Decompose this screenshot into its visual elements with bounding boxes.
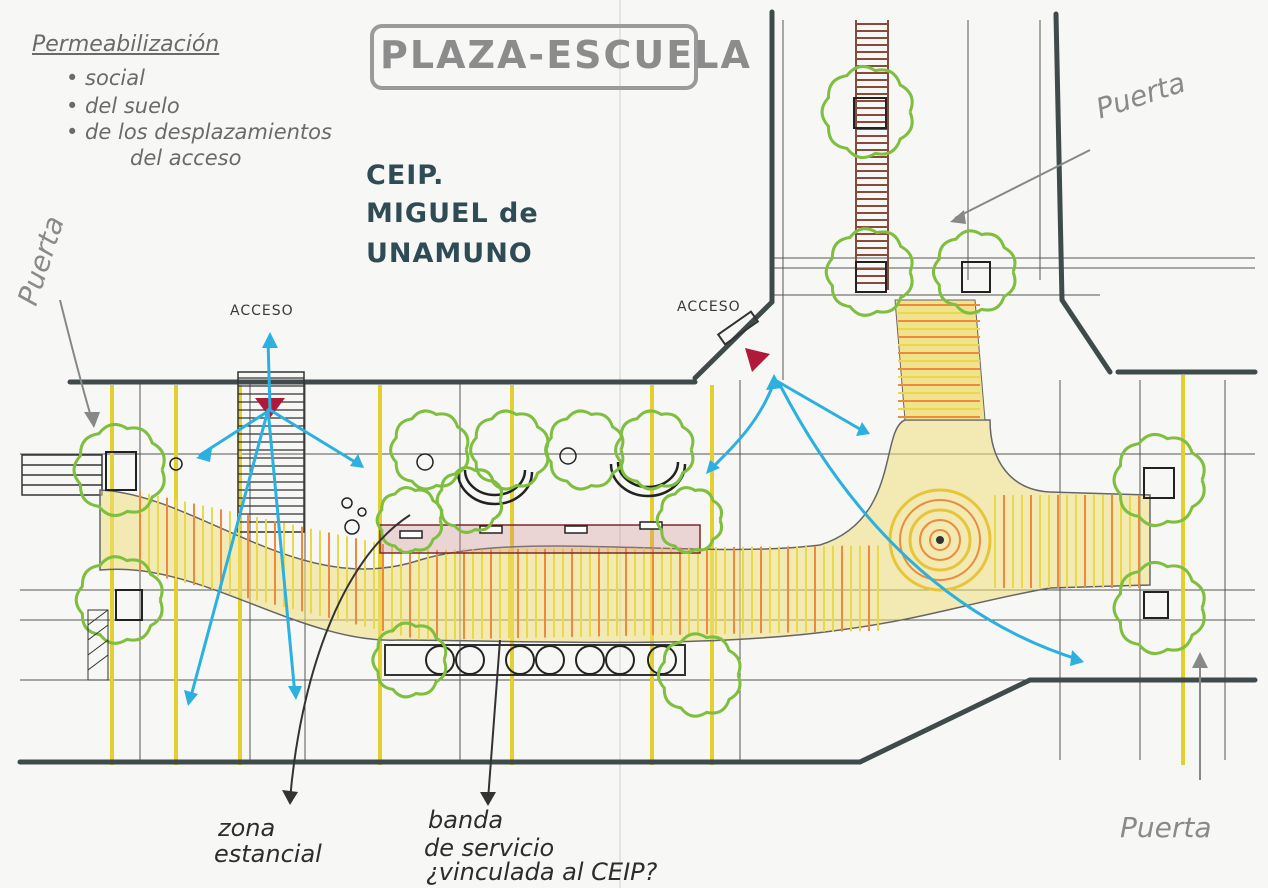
trees [72,64,1206,718]
door-pointer-heads [84,210,1208,668]
zona-note-line: estancial [214,840,322,868]
title-frame [370,24,698,90]
permeabilization-item: • social [66,66,145,90]
tree-canopy [435,466,504,534]
tree-canopy [72,422,166,518]
flow-arrowheads [184,332,1084,706]
small-circles [169,447,577,535]
paved-band [99,419,1151,644]
tree-canopy [375,486,444,554]
zona-note-line: zona [218,814,276,842]
permeabilization-item: • del suelo [66,94,180,118]
banda-note-line: banda [428,806,504,834]
door-label-south: Puerta [1120,811,1212,844]
stairs-left [21,371,305,533]
access-label: ACCESO [677,299,741,315]
tree-canopy [655,486,724,554]
lower-furniture [384,644,686,676]
leader-arrowheads [282,790,496,806]
page-title: PLAZA-ESCUELA [380,33,752,77]
tree-canopy [614,409,695,491]
school-name-line: UNAMUNO [366,238,533,269]
banda-note-line: de servicio [424,834,555,862]
tree-canopy [544,409,625,491]
tree-canopy [469,409,550,491]
tree-canopy [371,621,448,699]
school-name-line: MIGUEL de [366,198,539,229]
annotation-leaders [289,514,501,801]
access-label: ACCESO [230,303,294,319]
permeabilization-item: del acceso [130,146,242,170]
tree-canopy [1112,432,1206,528]
street-edges [17,9,1258,765]
circular-plaza [888,488,992,592]
door-hatch [87,609,109,681]
banda-note-line: ¿vinculada al CEIP? [426,858,658,886]
tree-canopy [931,229,1017,315]
permeabilization-heading: Permeabilización [32,32,220,57]
school-name-line: CEIP. [366,160,445,191]
tree-canopy [656,632,742,718]
permeabilization-item: • de los desplazamientos [66,120,332,144]
tree-pits [105,97,1175,621]
tree-canopy [1112,560,1206,656]
tree-canopy [820,64,914,160]
benches [399,521,663,539]
door-pointers [59,149,1201,780]
pavement-stripes [139,304,1140,640]
tree-canopy [389,409,470,491]
access-gate [716,310,760,346]
tree-canopy [824,227,914,317]
tree-canopy [74,555,164,645]
pedestrian-flows [188,338,1082,702]
